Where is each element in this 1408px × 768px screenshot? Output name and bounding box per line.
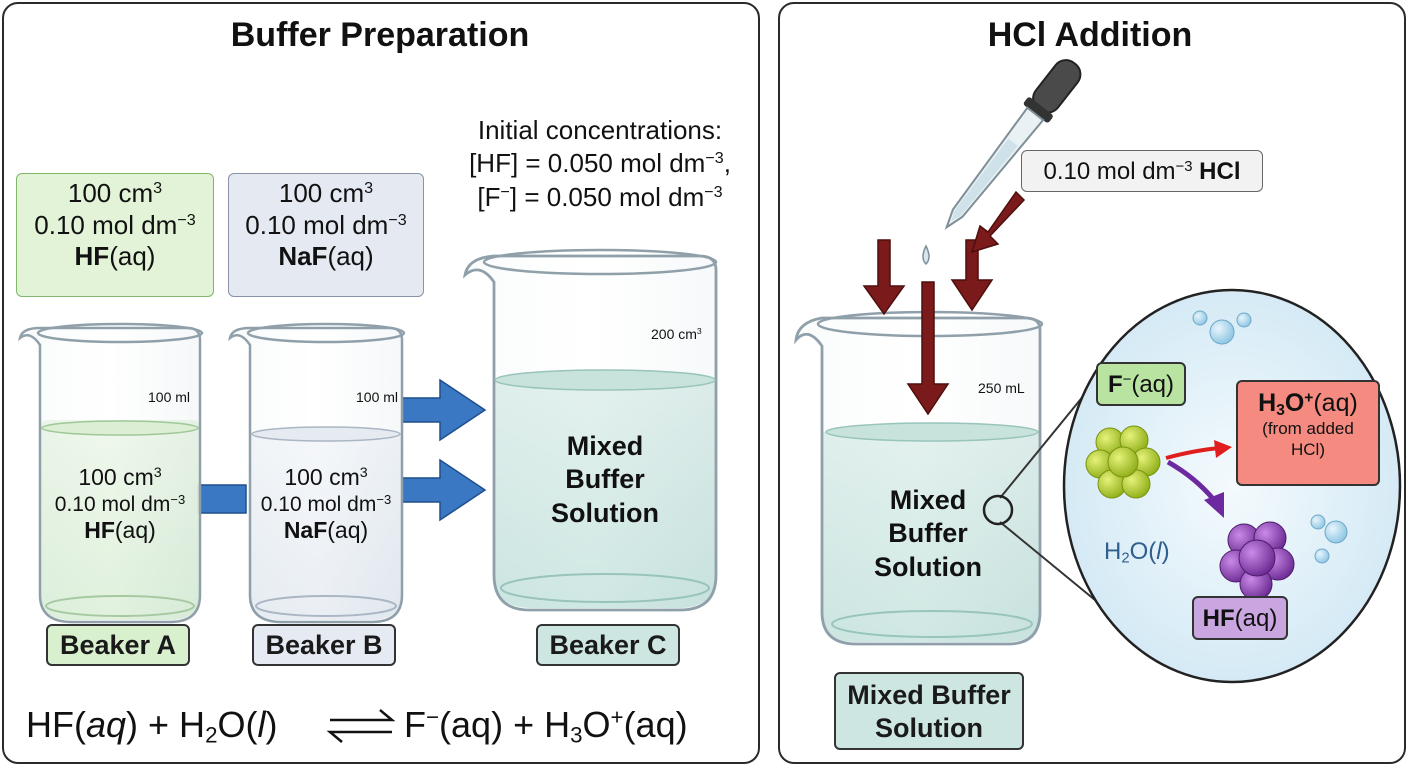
solution-a-volume: 100 cm3 [67, 178, 163, 208]
hydronium-ion-label: H3O+(aq) (from added HCl) [1236, 380, 1380, 486]
panel-title-left-text: Buffer Preparation [230, 16, 530, 54]
solution-a-species: HF(aq) [74, 241, 156, 272]
panel-title-right: HCl Addition [980, 16, 1200, 55]
solution-a-info-box: 100 cm3 0.10 mol dm−3 HF(aq) [16, 173, 214, 297]
right-beaker-graduation-mark: 250 mL [978, 380, 1025, 396]
beaker-a-concentration: 0.10 mol dm−3 [54, 491, 186, 516]
dissociation-equation: HF(aq) + H2O(l) [26, 704, 278, 748]
blue-arrow-lower [401, 458, 487, 522]
fluoride-ion-label: F−(aq) [1096, 362, 1186, 406]
connector-bar-a-b [197, 484, 247, 514]
panel-title-left: Buffer Preparation [0, 16, 760, 55]
right-beaker-drawing [794, 310, 1044, 646]
mixed-buffer-solution-label: Mixed Buffer Solution [834, 672, 1024, 750]
solution-a-concentration: 0.10 mol dm−3 [34, 209, 196, 240]
red-arrow-left [862, 239, 906, 316]
right-beaker-content-line1: Mixed [889, 485, 967, 515]
beaker-c-content-line1: Mixed [566, 431, 644, 461]
beaker-a-label: Beaker A [46, 624, 190, 666]
water-molecule-icon [1192, 310, 1252, 345]
water-label: H2O(l) [1104, 538, 1170, 567]
fluoride-ion-icon [1085, 425, 1161, 499]
initial-concentrations-heading: Initial concentrations: [477, 115, 723, 145]
addition-arrows [862, 190, 1026, 416]
beaker-b-drawing [228, 322, 406, 624]
beaker-c-label: Beaker C [536, 624, 680, 666]
beaker-a-drawing [18, 322, 204, 624]
hcl-concentration-box: 0.10 mol dm−3 HCl [1021, 150, 1263, 192]
hydronium-ion-formula: H3O+(aq) [1258, 389, 1358, 419]
beaker-a-species: HF(aq) [84, 516, 156, 543]
beaker-a-graduation-mark: 100 ml [148, 389, 191, 405]
hydronium-source-line2: HCl) [1291, 440, 1325, 460]
beaker-a-volume: 100 cm3 [78, 464, 162, 490]
dissociation-equation-products: F−(aq) + H3O+(aq) [404, 704, 688, 748]
beaker-b-graduation-mark: 100 ml [356, 389, 399, 405]
purple-reaction-arrow [1166, 459, 1216, 502]
mixed-buffer-label-line2: Solution [875, 713, 983, 743]
hf-molecule-icon [1219, 521, 1295, 601]
right-beaker-content-line2: Buffer [888, 518, 968, 549]
beaker-c-drawing [462, 248, 718, 612]
initial-hf-concentration: [HF] = 0.050 mol dm−3, [469, 148, 731, 179]
red-arrow-center [906, 281, 950, 416]
right-beaker-content-line3: Solution [874, 551, 982, 582]
beaker-b-contents: 100 cm3 0.10 mol dm−3 NaF(aq) [250, 464, 402, 544]
beaker-c-content-line2: Buffer [565, 464, 645, 495]
panel-title-right-text: HCl Addition [987, 16, 1193, 54]
beaker-b-label: Beaker B [252, 624, 396, 666]
right-beaker-contents: Mixed Buffer Solution [822, 484, 1034, 584]
beaker-b-species: NaF(aq) [283, 516, 369, 543]
mixed-buffer-label-line1: Mixed Buffer [847, 680, 1011, 710]
beaker-c-content-line3: Solution [551, 497, 659, 528]
solution-b-species: NaF(aq) [278, 241, 374, 272]
initial-f-concentration: [F−] = 0.050 mol dm−3 [477, 181, 723, 212]
hydrogen-fluoride-label: HF(aq) [1192, 596, 1288, 640]
red-arrow-diagonal [970, 190, 1026, 254]
beaker-c-graduation-mark: 200 cm3 [651, 326, 702, 342]
beaker-b-volume: 100 cm3 [284, 464, 368, 490]
hydronium-source-line1: (from added [1262, 419, 1354, 438]
water-molecule-icon [1310, 514, 1348, 564]
zoom-point [982, 494, 1014, 526]
solution-b-concentration: 0.10 mol dm−3 [245, 209, 407, 240]
transfer-arrows [197, 378, 487, 522]
purple-reaction-arrowhead [1204, 492, 1224, 518]
red-reaction-arrowhead [1214, 440, 1232, 458]
initial-concentrations: Initial concentrations: [HF] = 0.050 mol… [440, 114, 760, 214]
solution-b-info-box: 100 cm3 0.10 mol dm−3 NaF(aq) [228, 173, 424, 297]
equilibrium-arrow-icon [326, 709, 396, 743]
dropper-icon [922, 59, 1082, 266]
solution-b-volume: 100 cm3 [278, 178, 374, 208]
beaker-b-concentration: 0.10 mol dm−3 [260, 491, 392, 516]
droplet-icon [922, 244, 930, 266]
beaker-a-contents: 100 cm3 0.10 mol dm−3 HF(aq) [40, 464, 200, 544]
blue-arrow-upper [401, 378, 487, 442]
beaker-c-contents: Mixed Buffer Solution [494, 430, 716, 530]
